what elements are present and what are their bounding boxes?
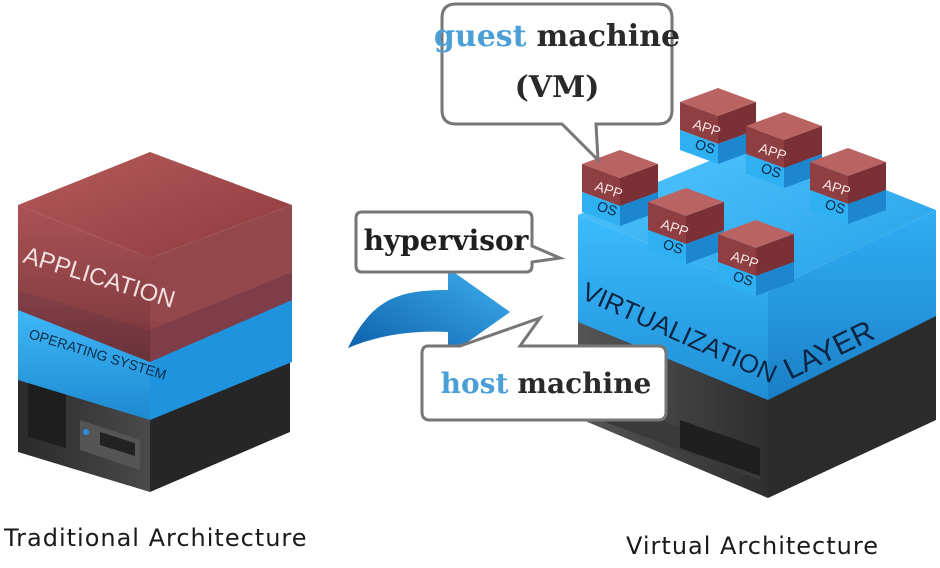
host-word: host <box>441 367 509 400</box>
virtual-architecture-caption: Virtual Architecture <box>626 532 879 560</box>
vm-os-label: OS <box>823 196 847 217</box>
vm-os-label: OS <box>595 198 619 219</box>
hypervisor-callout: hypervisor <box>354 210 566 274</box>
vm-os-label: OS <box>759 160 783 181</box>
traditional-stack: OPERATING SYSTEM APPLICATION <box>18 152 292 492</box>
guest-word: guest <box>434 19 527 54</box>
transition-arrow <box>348 268 510 356</box>
guest-vm-label: (VM) <box>515 70 600 105</box>
application-block: APPLICATION <box>18 152 292 362</box>
hypervisor-label: hypervisor <box>364 224 530 257</box>
vm-os-label: OS <box>693 136 717 157</box>
vm-os-label: OS <box>661 236 685 257</box>
vm-os-label: OS <box>731 268 755 289</box>
guest-machine-callout: guest machine (VM) <box>434 2 680 164</box>
host-machine-word: machine <box>517 367 651 400</box>
guest-machine-word: machine <box>537 19 681 54</box>
traditional-architecture-caption: Traditional Architecture <box>4 524 308 552</box>
